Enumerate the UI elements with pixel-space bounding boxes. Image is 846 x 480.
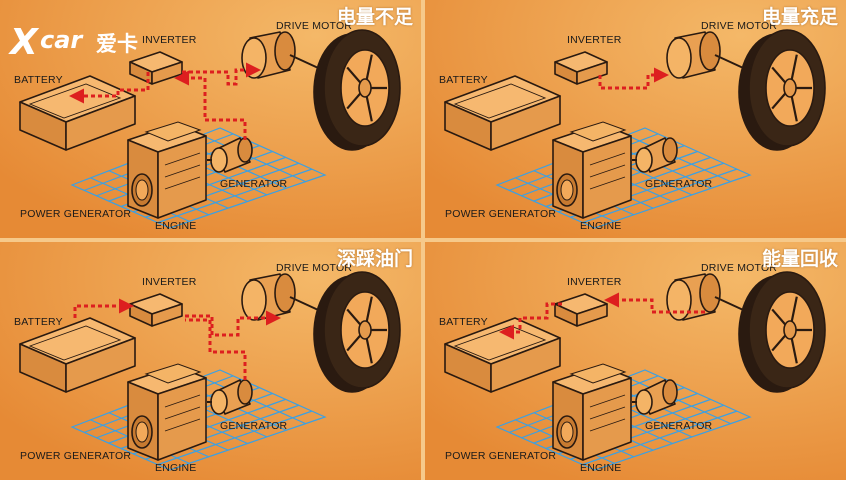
flow-arrow-2	[185, 318, 247, 380]
label-power-generator: POWER GENERATOR	[445, 208, 557, 220]
wheel-shape	[313, 271, 401, 393]
engine-shape	[552, 363, 632, 461]
logo-car-text: car	[40, 26, 83, 54]
flow-arrow-1	[73, 298, 134, 318]
battery-shape	[444, 317, 561, 393]
horizontal-divider	[0, 238, 846, 242]
panel-4: INVERTER DRIVE MOTOR BATTERY GENERATOR POWER…	[425, 242, 846, 480]
label-engine: ENGINE	[155, 462, 197, 474]
logo-x-mark: X	[10, 22, 38, 63]
battery-shape	[19, 317, 136, 393]
inverter-shape	[554, 293, 608, 327]
wheel-shape	[738, 29, 826, 151]
label-generator: GENERATOR	[220, 420, 288, 432]
engine-shape	[127, 121, 207, 219]
panel-2: INVERTER DRIVE MOTOR BATTERY GENERATOR POWER…	[425, 0, 846, 238]
label-power-generator: POWER GENERATOR	[20, 450, 132, 462]
panel-title: 深踩油门	[336, 248, 413, 270]
label-generator: GENERATOR	[645, 420, 713, 432]
label-inverter: INVERTER	[567, 34, 622, 46]
label-inverter: INVERTER	[142, 276, 197, 288]
label-engine: ENGINE	[155, 220, 197, 232]
panel-illustration	[0, 242, 421, 480]
panel-1: INVERTER DRIVE MOTOR BATTERY GENERATOR POWER…	[0, 0, 421, 238]
logo-chinese-text: 爱卡	[96, 32, 138, 56]
label-inverter: INVERTER	[142, 34, 197, 46]
generator-shape	[632, 137, 678, 173]
drive-motor-shape	[666, 273, 766, 321]
wheel-shape	[738, 271, 826, 393]
flow-arrow-3	[185, 310, 281, 337]
flow-arrow-1	[604, 292, 705, 314]
panel-title: 电量充足	[761, 6, 838, 28]
label-battery: BATTERY	[439, 74, 488, 86]
label-engine: ENGINE	[580, 462, 622, 474]
engine-shape	[552, 121, 632, 219]
wheel-shape	[313, 29, 401, 151]
label-engine: ENGINE	[580, 220, 622, 232]
inverter-shape	[554, 51, 608, 85]
energy-flow-arrows	[69, 62, 261, 140]
label-power-generator: POWER GENERATOR	[445, 450, 557, 462]
flow-arrow-2	[499, 302, 562, 340]
label-inverter: INVERTER	[567, 276, 622, 288]
flow-arrow-3	[182, 62, 261, 86]
label-battery: BATTERY	[14, 316, 63, 328]
label-drive-motor: DRIVE MOTOR	[701, 20, 778, 32]
panel-3: INVERTER DRIVE MOTOR BATTERY GENERATOR POWER…	[0, 242, 421, 480]
xcar-logo: X car 爱卡	[10, 22, 160, 63]
energy-flow-arrows	[73, 298, 281, 380]
label-drive-motor: DRIVE MOTOR	[276, 20, 353, 32]
panel-illustration	[0, 0, 421, 238]
label-battery: BATTERY	[439, 316, 488, 328]
engine-shape	[127, 363, 207, 461]
panel-title: 电量不足	[336, 6, 413, 28]
panel-illustration	[425, 0, 846, 238]
label-power-generator: POWER GENERATOR	[20, 208, 132, 220]
drive-motor-shape	[241, 273, 341, 321]
flow-arrow-1	[174, 70, 247, 140]
panel-illustration	[425, 242, 846, 480]
label-generator: GENERATOR	[645, 178, 713, 190]
flow-arrow-1	[598, 67, 669, 90]
energy-flow-arrows	[499, 292, 705, 340]
label-drive-motor: DRIVE MOTOR	[276, 262, 353, 274]
label-drive-motor: DRIVE MOTOR	[701, 262, 778, 274]
battery-shape	[444, 75, 561, 151]
energy-flow-arrows	[598, 67, 669, 90]
label-battery: BATTERY	[14, 74, 63, 86]
generator-shape	[632, 379, 678, 415]
generator-shape	[207, 379, 253, 415]
label-generator: GENERATOR	[220, 178, 288, 190]
panel-title: 能量回收	[761, 248, 838, 270]
